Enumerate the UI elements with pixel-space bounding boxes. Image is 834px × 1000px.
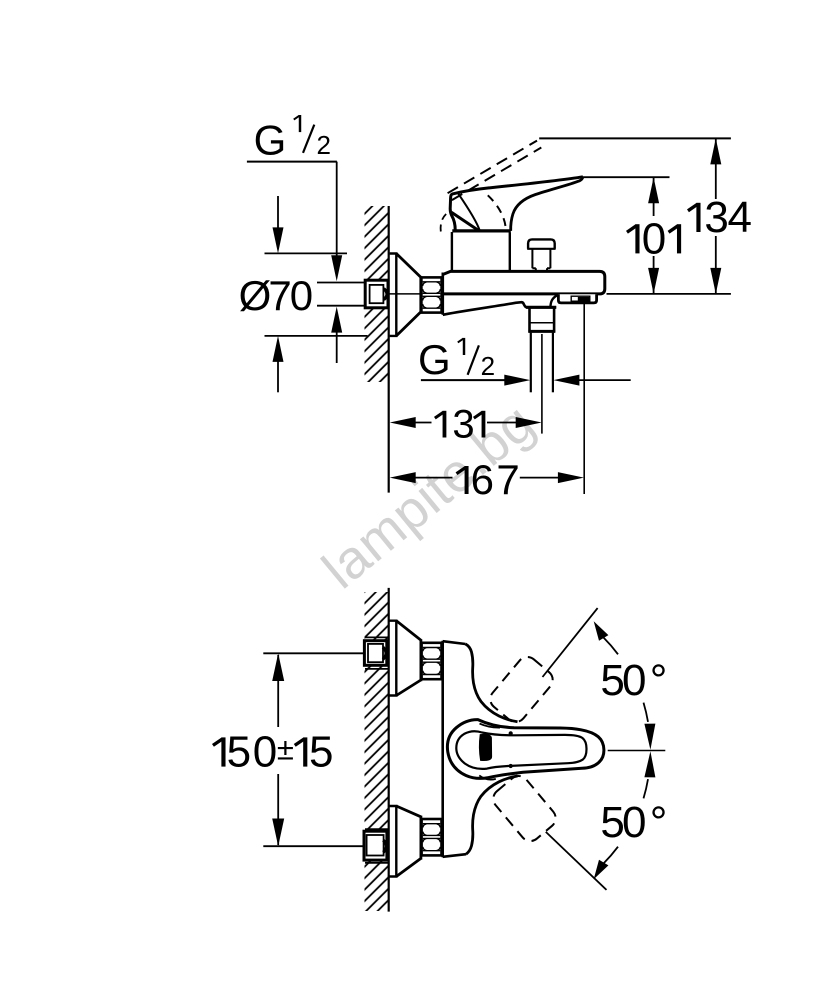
svg-text:7: 7 [268,272,291,319]
svg-text:3: 3 [704,193,728,242]
svg-text:0: 0 [253,728,277,777]
svg-text:2: 2 [316,130,330,160]
svg-text:Ø: Ø [239,272,272,319]
svg-text:6: 6 [471,456,494,503]
svg-text:G: G [418,336,451,383]
svg-text:0: 0 [290,272,313,319]
svg-text:0: 0 [642,214,666,263]
svg-text:5: 5 [309,728,333,777]
svg-text:3: 3 [452,403,474,447]
svg-text:0: 0 [622,656,646,705]
svg-text:°: ° [650,798,668,847]
svg-text:°: ° [650,656,668,705]
svg-text:2: 2 [481,351,495,381]
svg-text:0: 0 [622,798,646,847]
svg-text:5: 5 [600,656,624,705]
svg-text:5: 5 [600,798,624,847]
svg-text:5: 5 [227,728,251,777]
svg-text:±: ± [277,732,294,767]
svg-text:G: G [254,116,287,163]
svg-text:7: 7 [496,456,519,503]
svg-text:4: 4 [728,193,752,242]
